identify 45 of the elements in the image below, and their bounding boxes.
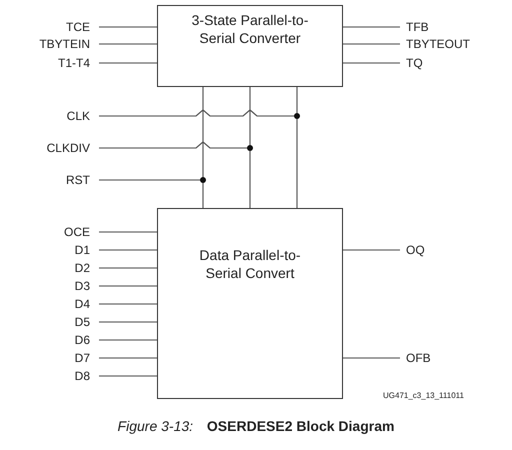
signal-line [99, 43, 157, 45]
block-title: 3-State Parallel-to-Serial Converter [190, 12, 310, 47]
signal-label: T1-T4 [10, 56, 90, 70]
signal-label: TCE [10, 20, 90, 34]
signal-line [99, 321, 157, 323]
signal-line [343, 43, 400, 45]
signal-line [99, 26, 157, 28]
signal-line [99, 231, 157, 233]
signal-line [99, 339, 157, 341]
signal-label: RST [10, 173, 90, 187]
signal-label: OCE [10, 225, 90, 239]
signal-label: D2 [10, 261, 90, 275]
signal-line [343, 62, 400, 64]
signal-line [343, 26, 400, 28]
signal-label: D6 [10, 333, 90, 347]
signal-label: TQ [406, 56, 423, 70]
signal-line [99, 249, 157, 251]
signal-label: D5 [10, 315, 90, 329]
signal-label: OQ [406, 243, 425, 257]
signal-label: D3 [10, 279, 90, 293]
signal-line [99, 62, 157, 64]
signal-label: TBYTEOUT [406, 37, 470, 51]
process-box [157, 5, 343, 87]
block-title: Data Parallel-to-Serial Convert [198, 247, 302, 282]
signal-line [99, 303, 157, 305]
signal-label: D7 [10, 351, 90, 365]
signal-line [343, 249, 400, 251]
signal-label: CLKDIV [10, 141, 90, 155]
signal-line [99, 357, 157, 359]
process-box [157, 208, 343, 399]
signal-label: D4 [10, 297, 90, 311]
signal-label: TBYTEIN [10, 37, 90, 51]
signal-line [99, 141, 251, 208]
signal-label: CLK [10, 109, 90, 123]
signal-line [99, 375, 157, 377]
figure-caption: Figure 3-13: OSERDESE2 Block Diagram [116, 418, 396, 434]
signal-line [343, 357, 400, 359]
signal-line [99, 109, 298, 208]
signal-line [99, 267, 157, 269]
signal-label: D8 [10, 369, 90, 383]
signal-line [99, 285, 157, 287]
signal-label: TFB [406, 20, 429, 34]
figure-id: UG471_c3_13_111011 [383, 391, 464, 400]
signal-label: OFB [406, 351, 431, 365]
signal-label: D1 [10, 243, 90, 257]
